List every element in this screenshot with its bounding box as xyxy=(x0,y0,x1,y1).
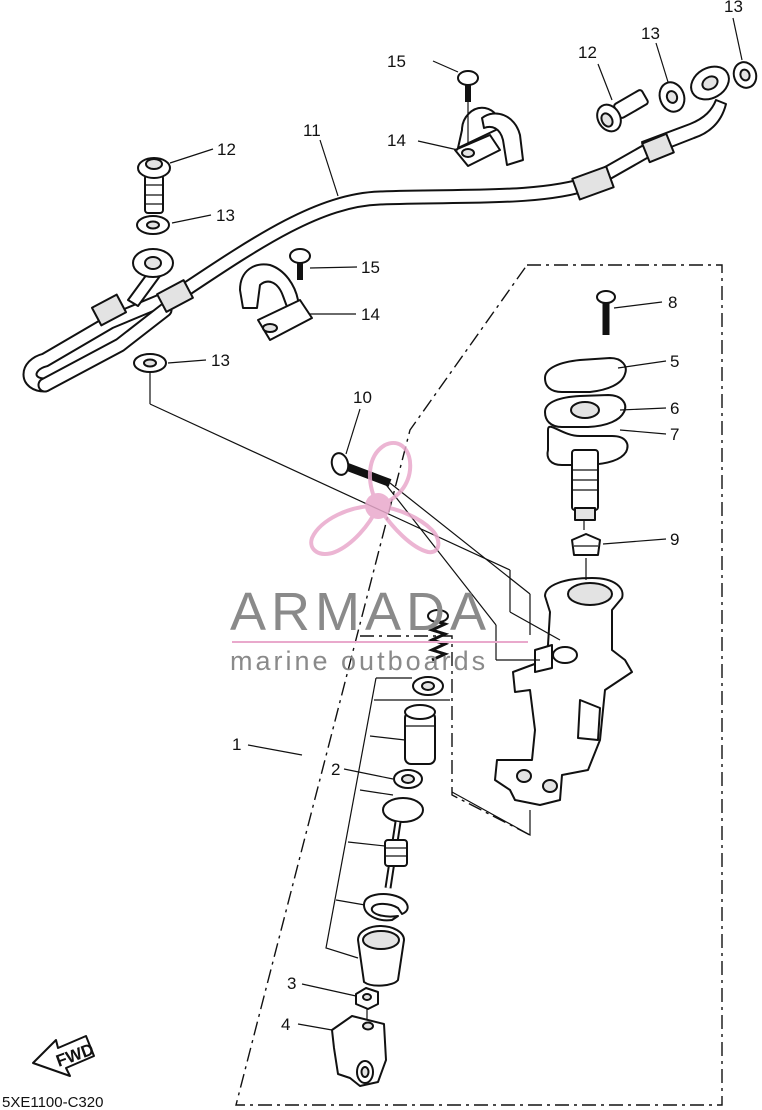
assembly-boundary-outer xyxy=(235,264,723,1106)
callout-3: 3 xyxy=(287,974,296,993)
callout-14: 14 xyxy=(361,305,380,324)
callout-labels: 13 12 13 15 14 11 12 13 15 14 13 8 5 6 7… xyxy=(211,0,743,1034)
circlip xyxy=(363,893,409,922)
callout-10: 10 xyxy=(353,388,372,407)
callout-8: 8 xyxy=(668,293,677,312)
hose-joint-boot xyxy=(571,533,601,556)
banjo-fitting-right xyxy=(690,65,730,101)
callout-13: 13 xyxy=(211,351,230,370)
banjo-fitting-left xyxy=(132,248,174,278)
callout-9: 9 xyxy=(670,530,679,549)
callout-14: 14 xyxy=(387,131,406,150)
piston-spring xyxy=(427,609,450,662)
callout-15: 15 xyxy=(361,258,380,277)
watermark-brand: ARMADA xyxy=(230,582,491,642)
callout-11: 11 xyxy=(303,121,321,140)
dust-boot xyxy=(357,925,405,987)
screw-15-lower xyxy=(289,248,311,280)
piston-seal xyxy=(393,769,423,789)
copper-washer-1 xyxy=(136,215,170,235)
callout-4: 4 xyxy=(281,1015,290,1034)
callout-13: 13 xyxy=(216,206,235,225)
callout-2: 2 xyxy=(331,760,340,779)
reservoir-diaphragm xyxy=(546,425,629,521)
master-cylinder-body xyxy=(494,577,633,806)
copper-washer-4 xyxy=(732,61,758,89)
diaphragm-plate xyxy=(544,394,627,428)
clevis xyxy=(331,1015,387,1087)
push-rod-assembly xyxy=(382,797,424,889)
brake-hose xyxy=(22,99,727,393)
callout-12: 12 xyxy=(217,140,236,159)
watermark: ARMADA marine outboards xyxy=(230,441,528,676)
callout-13: 13 xyxy=(724,0,743,16)
callout-13: 13 xyxy=(641,24,660,43)
piston xyxy=(404,704,436,765)
reservoir-screw xyxy=(596,290,616,335)
callout-6: 6 xyxy=(670,399,679,418)
forward-arrow-label: FWD xyxy=(54,1040,97,1071)
watermark-tagline: marine outboards xyxy=(230,646,488,676)
hose-holder-lower xyxy=(239,263,313,341)
union-bolt-right xyxy=(596,89,649,133)
propeller-logo-icon xyxy=(309,441,441,557)
leader-lines xyxy=(149,17,743,1031)
drawing-code: 5XE1100-C320 xyxy=(2,1094,103,1110)
copper-washer-2 xyxy=(133,353,167,373)
assembly-boundary-inner xyxy=(360,635,531,836)
lock-nut xyxy=(355,987,379,1010)
callout-1: 1 xyxy=(232,735,241,754)
screw-15-top xyxy=(457,70,479,102)
copper-washer-3 xyxy=(658,81,686,113)
forward-arrow: FWD xyxy=(32,1035,97,1077)
callout-5: 5 xyxy=(670,352,679,371)
reservoir-cap xyxy=(544,357,627,393)
hose-holder-top xyxy=(454,106,524,167)
union-bolt-left xyxy=(137,157,171,214)
callout-15: 15 xyxy=(387,52,406,71)
callout-12: 12 xyxy=(578,43,597,62)
callout-7: 7 xyxy=(670,425,679,444)
piston-cup xyxy=(412,676,444,696)
